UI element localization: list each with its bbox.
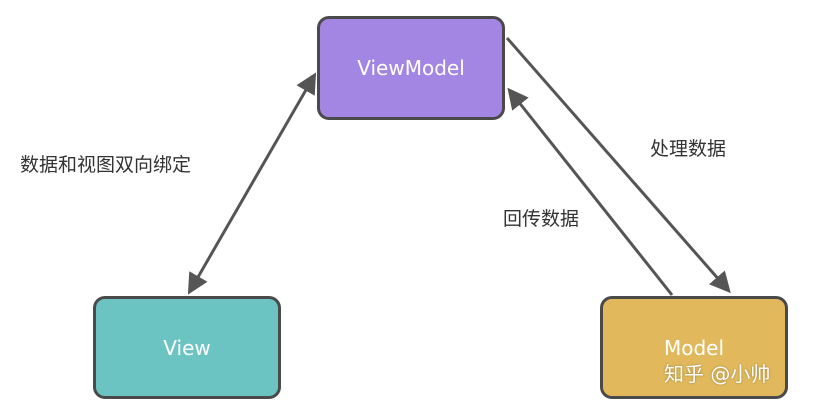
process-data-arrow [505, 37, 731, 294]
bidirectional-binding-arrow [187, 72, 317, 295]
return-edge-label: 回传数据 [503, 208, 580, 230]
process-edge-label: 处理数据 [650, 138, 727, 160]
view-node: View [93, 296, 281, 399]
binding-edge-label: 数据和视图双向绑定 [20, 154, 192, 176]
viewmodel-node: ViewModel [317, 16, 505, 120]
view-label: View [163, 335, 211, 360]
model-label: Model [663, 335, 725, 360]
model-node: Model [600, 296, 788, 399]
watermark-text: 知乎 @小帅 [664, 362, 771, 386]
viewmodel-label: ViewModel [357, 56, 465, 80]
return-data-arrow [507, 87, 674, 296]
